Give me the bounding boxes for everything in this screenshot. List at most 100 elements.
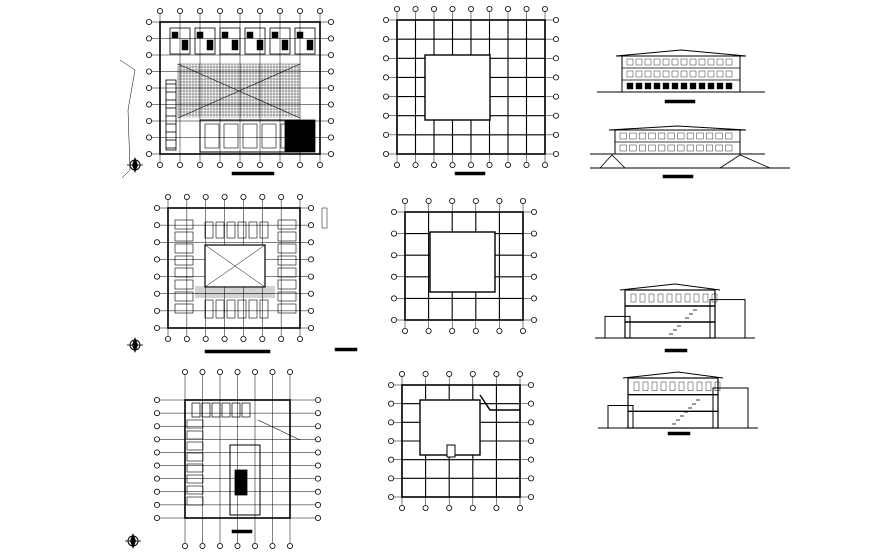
- title-bar: [334, 347, 358, 352]
- grid-bubble: [236, 161, 243, 168]
- grid-bubble: [528, 493, 535, 500]
- grid-bubble: [202, 193, 209, 200]
- grid-bubble: [216, 368, 223, 375]
- grid-bubble: [240, 335, 247, 342]
- grid-bubble: [531, 208, 538, 215]
- grid-bubble: [496, 327, 503, 334]
- grid-bubble: [236, 7, 243, 14]
- grid-bubble: [553, 93, 560, 100]
- grid-bubble: [307, 290, 314, 297]
- grid-bubble: [259, 335, 266, 342]
- grid-bubble: [153, 290, 160, 297]
- grid-bubble: [449, 161, 456, 168]
- grid-bubble: [307, 256, 314, 263]
- grid-bubble: [199, 368, 206, 375]
- grid-bubble: [327, 85, 334, 92]
- grid-bubble: [382, 93, 389, 100]
- grid-bubble: [153, 449, 160, 456]
- grid-bubble: [517, 370, 524, 377]
- grid-bubble: [517, 504, 524, 511]
- grid-bubble: [307, 204, 314, 211]
- grid-bubble: [528, 437, 535, 444]
- grid-bubble: [467, 161, 474, 168]
- title-bar: [454, 171, 486, 176]
- grid-bubble: [316, 7, 323, 14]
- grid-bubble: [523, 161, 530, 168]
- grid-bubble: [390, 273, 397, 280]
- grid-bubble: [401, 197, 408, 204]
- first-floor-plan: [153, 193, 328, 342]
- grid-bubble: [446, 504, 453, 511]
- grid-bubble: [145, 150, 152, 157]
- grid-bubble: [181, 368, 188, 375]
- grid-bubble: [486, 6, 493, 12]
- grid-bubble: [314, 449, 321, 456]
- grid-bubble: [153, 204, 160, 211]
- grid-bubble: [202, 335, 209, 342]
- grid-bubble: [153, 423, 160, 430]
- grid-bubble: [493, 370, 500, 377]
- grid-bubble: [528, 419, 535, 426]
- grid-bubble: [314, 410, 321, 417]
- grid-bubble: [382, 74, 389, 81]
- structural-grid-3: [387, 370, 535, 511]
- grid-bubble: [307, 273, 314, 280]
- grid-bubble: [382, 150, 389, 157]
- grid-bubble: [493, 504, 500, 511]
- grid-bubble: [183, 193, 190, 200]
- grid-bubble: [382, 131, 389, 138]
- grid-bubble: [327, 18, 334, 25]
- grid-bubble: [528, 400, 535, 407]
- grid-bubble: [327, 101, 334, 108]
- grid-bubble: [531, 230, 538, 237]
- grid-bubble: [276, 161, 283, 168]
- grid-bubble: [449, 197, 456, 204]
- grid-bubble: [196, 161, 203, 168]
- grid-bubble: [307, 324, 314, 331]
- grid-bubble: [145, 85, 152, 92]
- grid-bubble: [251, 543, 258, 550]
- grid-bubble: [528, 456, 535, 463]
- grid-bubble: [153, 475, 160, 482]
- grid-bubble: [316, 161, 323, 168]
- grid-bubble: [528, 475, 535, 482]
- grid-bubble: [314, 396, 321, 403]
- grid-bubble: [145, 68, 152, 75]
- grid-bubble: [327, 118, 334, 125]
- grid-bubble: [393, 161, 400, 168]
- grid-bubble: [469, 370, 476, 377]
- grid-bubble: [216, 543, 223, 550]
- grid-bubble: [307, 222, 314, 229]
- second-floor-plan: [153, 368, 321, 550]
- grid-bubble: [387, 475, 394, 482]
- grid-bubble: [520, 197, 527, 204]
- grid-bubble: [504, 6, 511, 12]
- grid-bubble: [314, 475, 321, 482]
- grid-bubble: [393, 6, 400, 12]
- grid-bubble: [153, 436, 160, 443]
- title-bar: [664, 348, 688, 353]
- title-bar: [664, 99, 696, 104]
- grid-bubble: [425, 197, 432, 204]
- structural-grid-1: [382, 6, 560, 168]
- grid-bubble: [387, 493, 394, 500]
- grid-bubble: [520, 327, 527, 334]
- grid-bubble: [153, 501, 160, 508]
- grid-bubble: [430, 6, 437, 12]
- grid-bubble: [390, 230, 397, 237]
- grid-bubble: [553, 131, 560, 138]
- grid-bubble: [553, 150, 560, 157]
- north-arrow-icon: [127, 157, 143, 173]
- grid-bubble: [199, 543, 206, 550]
- grid-bubble: [256, 7, 263, 14]
- grid-bubble: [307, 239, 314, 246]
- grid-bubble: [307, 307, 314, 314]
- grid-bubble: [145, 134, 152, 141]
- grid-bubble: [314, 436, 321, 443]
- north-arrow-icon: [125, 533, 141, 549]
- grid-bubble: [327, 134, 334, 141]
- grid-bubble: [504, 161, 511, 168]
- grid-bubble: [181, 543, 188, 550]
- title-bar: [667, 431, 691, 436]
